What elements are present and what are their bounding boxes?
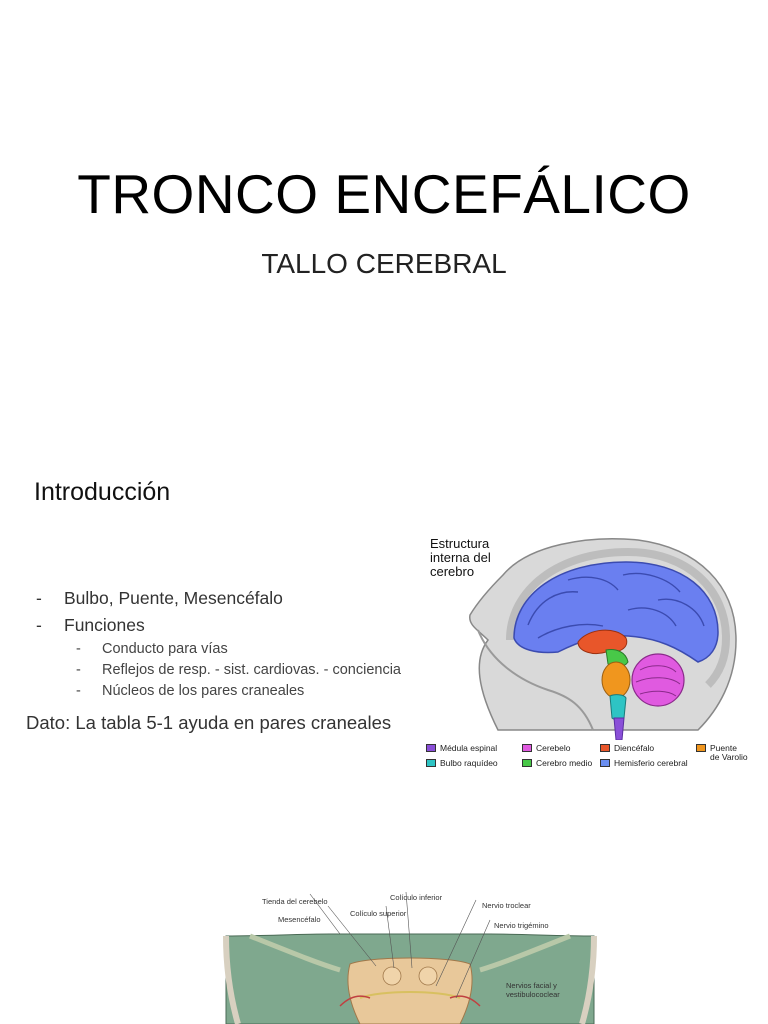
legend-item: Bulbo raquídeo [426,759,498,768]
trochlear-nerve [359,991,461,999]
legend-label: de Varolio [710,752,748,762]
legend-item: Hemisferio cerebral [600,759,688,768]
sub-bullet-dash: - [76,641,81,657]
gyri-lines [527,572,705,639]
cerebral-hemisphere [513,561,719,663]
leader-line [405,891,413,969]
intro-heading: Introducción [34,478,171,506]
skull-outline [506,547,731,688]
medulla [609,694,627,720]
anatomy-label: Mesencéfalo [278,915,321,924]
sub-bullet-item: - Núcleos de los pares craneales [76,681,401,702]
legend-label: Cerebro medio [536,758,593,768]
anatomy-label: vestibulococlear [506,990,560,999]
sub-bullet-item: - Reflejos de resp. - sist. cardiovas. - … [76,660,401,681]
bullet-label: Bulbo, Puente, Mesencéfalo [64,588,283,608]
bullet-label: Funciones [64,615,145,635]
legend-item: de Varolio [710,753,748,762]
sub-bullet-label: Núcleos de los pares craneales [102,683,305,699]
bone-edges [223,935,597,1024]
legend-item: Puente [696,744,737,753]
brain-illustration [469,538,737,741]
anatomy-slide: Tienda del cerebelo Mesencéfalo Colículo… [0,870,768,1024]
sub-bullet-dash: - [76,683,81,699]
tentorium [249,933,571,973]
sub-bullet-label: Reflejos de resp. - sist. cardiovas. - c… [102,662,401,678]
legend-label: Hemisferio cerebral [614,758,688,768]
legend-label: Puente [710,743,737,753]
anatomy-label: Nervios facial y [506,981,557,990]
anatomy-label: Colículo inferior [390,893,443,902]
brain-figure: Estructura interna del cerebro [418,530,758,770]
legend-label: Cerebelo [536,743,571,753]
bullet-item: - Funciones - Conducto para vías - Reflejos… [36,612,401,702]
leader-line [385,905,395,969]
legend-swatch [522,744,532,752]
legend-swatch [600,744,610,752]
bullet-dash: - [36,588,42,608]
legend-label: Bulbo raquídeo [440,758,498,768]
anatomy-label: Tienda del cerebelo [262,897,328,906]
diencephalon [577,629,628,655]
anatomy-label: Colículo superior [350,909,407,918]
subtitle: TALLO CEREBRAL [261,248,507,279]
anatomy-illustration [223,891,597,1024]
main-title: TRONCO ENCEFÁLICO [77,163,691,225]
leader-line [435,899,477,987]
vessels [339,995,481,1007]
legend-swatch [426,759,436,767]
legend-swatch [426,744,436,752]
dato-note: Dato: La tabla 5-1 ayuda en pares cranea… [26,712,392,733]
bullet-dash: - [36,615,42,635]
leader-line [455,919,491,999]
face-contour [477,629,594,731]
bullet-item: - Bulbo, Puente, Mesencéfalo [36,585,401,612]
legend-swatch [600,759,610,767]
sub-bullet-list: - Conducto para vías - Reflejos de resp. -… [76,639,401,702]
colliculus-left [382,966,402,986]
anatomy-label: Nervio troclear [482,901,531,910]
legend-swatch [522,759,532,767]
bullet-list: - Bulbo, Puente, Mesencéfalo - Funciones -… [36,585,401,702]
legend-item: Médula espinal [426,744,497,753]
legend-swatch [696,744,706,752]
figure-legend: Médula espinal Bulbo raquídeo Cerebelo C… [426,740,766,780]
title-slide: TRONCO ENCEFÁLICO TALLO CEREBRAL [0,0,768,432]
legend-item: Cerebelo [522,744,571,753]
cerebellum-folia [635,665,681,697]
anatomy-label: Nervio trigémino [494,921,549,930]
sub-bullet-label: Conducto para vías [102,641,228,657]
legend-label: Diencéfalo [614,743,655,753]
intro-slide: Introducción - Bulbo, Puente, Mesencéfalo… [0,440,768,840]
leader-line [327,905,377,967]
sub-bullet-dash: - [76,662,81,678]
colliculus-right [418,966,438,986]
spinal-cord [613,717,625,741]
legend-item: Diencéfalo [600,744,654,753]
leader-line [309,893,341,935]
sub-bullet-item: - Conducto para vías [76,639,401,660]
pons [601,661,631,699]
cerebellum [631,653,685,707]
legend-item: Cerebro medio [522,759,592,768]
legend-label: Médula espinal [440,743,498,753]
figure-caption: Estructura interna del cerebro [430,536,491,579]
